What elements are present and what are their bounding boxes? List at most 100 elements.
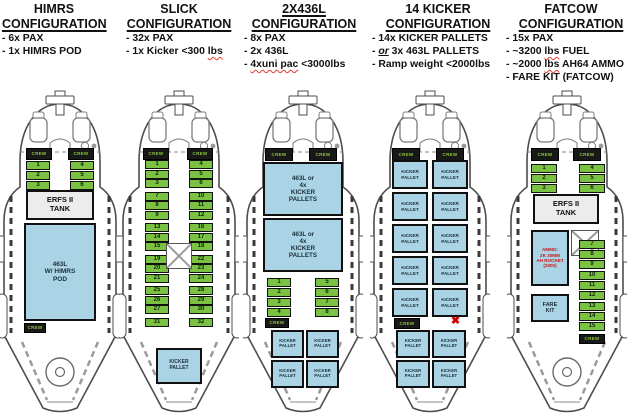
- pax-seat: 6: [579, 184, 605, 193]
- pax-seat: 7: [145, 191, 169, 201]
- pax-seat: 5: [579, 174, 605, 183]
- pax-seat: 3: [531, 184, 557, 193]
- pax-seat: 1: [145, 160, 169, 169]
- aircraft-hull: [370, 90, 490, 413]
- pax-seat: 16: [189, 223, 213, 232]
- pax-seat: 23: [189, 264, 213, 273]
- pax-seat: 12: [579, 291, 605, 300]
- config-bullet: - 14x KICKER PALLETS: [372, 33, 488, 44]
- pax-seat: 5: [189, 169, 213, 179]
- pax-seat: 3: [26, 181, 50, 190]
- pax-seat: 24: [189, 273, 213, 283]
- pax-seat: 6: [189, 179, 213, 188]
- config-bullet: - 32x PAX: [126, 33, 174, 44]
- crew-seat: CREW: [579, 334, 605, 344]
- crew-seat: CREW: [24, 323, 46, 333]
- pax-seat: 6: [315, 288, 339, 297]
- crew-seat: CREW: [187, 148, 213, 160]
- config-bullet: - 15x PAX: [506, 33, 554, 44]
- escape-hatch: [166, 243, 192, 269]
- config-bullet: - 2x 436L: [244, 46, 289, 57]
- pax-seat: 2: [26, 171, 50, 180]
- config-bullet: - Ramp weight <2000lbs: [372, 59, 491, 70]
- pax-seat: 28: [189, 286, 213, 295]
- config-bullet: - 6x PAX: [2, 33, 44, 44]
- pax-seat: 11: [579, 281, 605, 290]
- pax-seat: 17: [189, 232, 213, 242]
- pax-seat: 9: [145, 210, 169, 220]
- pax-seat: 6: [70, 181, 94, 190]
- pax-seat: 3: [145, 179, 169, 188]
- pax-seat: 11: [189, 201, 213, 210]
- crew-seat: CREW: [309, 148, 337, 161]
- crew-seat: CREW: [394, 318, 420, 329]
- config-bullet: - ~2000 lbs AH64 AMMO: [506, 59, 624, 70]
- pax-seat: 22: [189, 254, 213, 264]
- pax-seat: 3: [267, 298, 291, 307]
- pax-seat: 14: [145, 232, 169, 242]
- config-bullet: - 1x HIMRS POD: [2, 46, 82, 57]
- pax-seat: 12: [189, 210, 213, 220]
- crew-seat: CREW: [531, 148, 559, 161]
- pax-seat: 7: [579, 240, 605, 249]
- pax-seat: 8: [579, 250, 605, 259]
- pax-seat: 4: [70, 161, 94, 170]
- crew-seat: CREW: [265, 148, 293, 161]
- pax-seat: 31: [145, 317, 169, 327]
- crew-seat: CREW: [143, 148, 169, 160]
- pax-seat: 4: [267, 308, 291, 317]
- pax-seat: 14: [579, 312, 605, 321]
- crew-seat: CREW: [68, 148, 94, 160]
- config-bullet: - 1x Kicker <300 lbs: [126, 46, 223, 57]
- pax-seat: 13: [145, 223, 169, 232]
- pax-seat: 10: [189, 191, 213, 201]
- pax-seat: 4: [579, 164, 605, 173]
- pax-seat: 1: [267, 278, 291, 287]
- config-bullet: - 8x PAX: [244, 33, 286, 44]
- pax-seat: 5: [70, 171, 94, 180]
- pax-seat: 21: [145, 273, 169, 283]
- config-bullet: - or 3x 463L PALLETS: [372, 46, 480, 57]
- pax-seat: 5: [315, 278, 339, 287]
- config-bullet: - FARE KIT (FATCOW): [506, 72, 614, 83]
- pax-seat: 26: [145, 295, 169, 305]
- pax-seat: 8: [315, 308, 339, 317]
- pax-seat: 15: [579, 322, 605, 331]
- pax-seat: 4: [189, 160, 213, 169]
- pax-seat: 7: [315, 298, 339, 307]
- pax-seat: 25: [145, 286, 169, 295]
- pax-seat: 30: [189, 305, 213, 314]
